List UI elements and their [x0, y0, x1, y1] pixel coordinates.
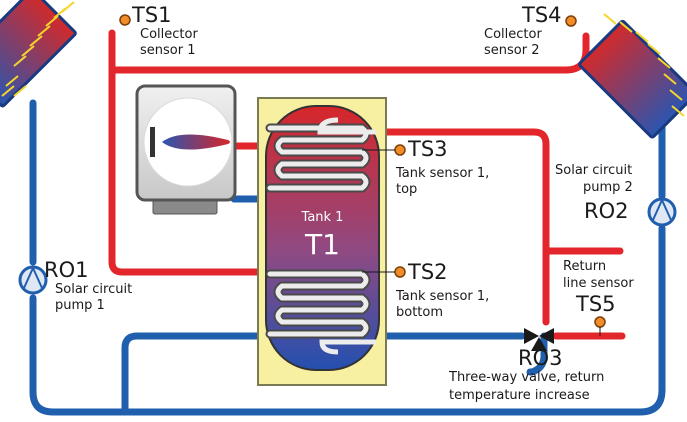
ro3-code: RO3	[518, 346, 563, 370]
ro2-desc-line2: pump 2	[583, 180, 633, 195]
ts3-code: TS3	[408, 137, 448, 161]
ts2-desc-line2: bottom	[396, 305, 444, 320]
collector-2	[578, 13, 687, 139]
ts1-desc-line2: sensor 1	[140, 43, 196, 58]
ro3-desc-line2: temperature increase	[449, 388, 590, 403]
sensor-ts1-dot	[119, 14, 131, 26]
ts2-code: TS2	[408, 260, 448, 284]
ro2-desc-line1: Solar circuit	[555, 163, 633, 178]
return-pipes	[29, 99, 666, 416]
ro2-code: RO2	[584, 199, 629, 223]
pump-ro1	[18, 265, 48, 295]
sensor-ts5-dot	[594, 316, 606, 328]
return-sensor-line1: Return	[563, 259, 607, 274]
ts4-desc-line2: sensor 2	[484, 43, 540, 58]
boiler	[135, 84, 237, 215]
ro1-desc-line2: pump 1	[55, 298, 105, 313]
ts4-desc-line1: Collector	[484, 27, 542, 42]
sensor-ts4-dot	[565, 15, 577, 27]
valve-ro3	[524, 328, 554, 351]
ts1-code: TS1	[132, 3, 172, 27]
ts4-code: TS4	[522, 3, 562, 27]
sensor-dots	[119, 14, 606, 328]
ro1-desc-line1: Solar circuit	[55, 282, 133, 297]
ro1-code: RO1	[44, 258, 89, 282]
ts3-desc-line1: Tank sensor 1,	[396, 166, 490, 181]
tank-label: Tank 1	[301, 210, 344, 225]
sensor-ts3-dot	[394, 144, 406, 156]
collector-1	[0, 0, 77, 108]
ro3-desc-line1: Three-way valve, return	[449, 370, 605, 385]
ts3-desc-line2: top	[396, 182, 418, 197]
return-sensor-line2: line sensor	[563, 276, 634, 291]
pump-ro2	[647, 197, 677, 227]
sensor-ts2-dot	[394, 266, 406, 278]
ts2-desc-line1: Tank sensor 1,	[396, 289, 490, 304]
ts5-code: TS5	[576, 292, 616, 316]
storage-tank	[257, 97, 387, 386]
tank-code: T1	[305, 228, 340, 261]
ts1-desc-line1: Collector	[140, 27, 198, 42]
